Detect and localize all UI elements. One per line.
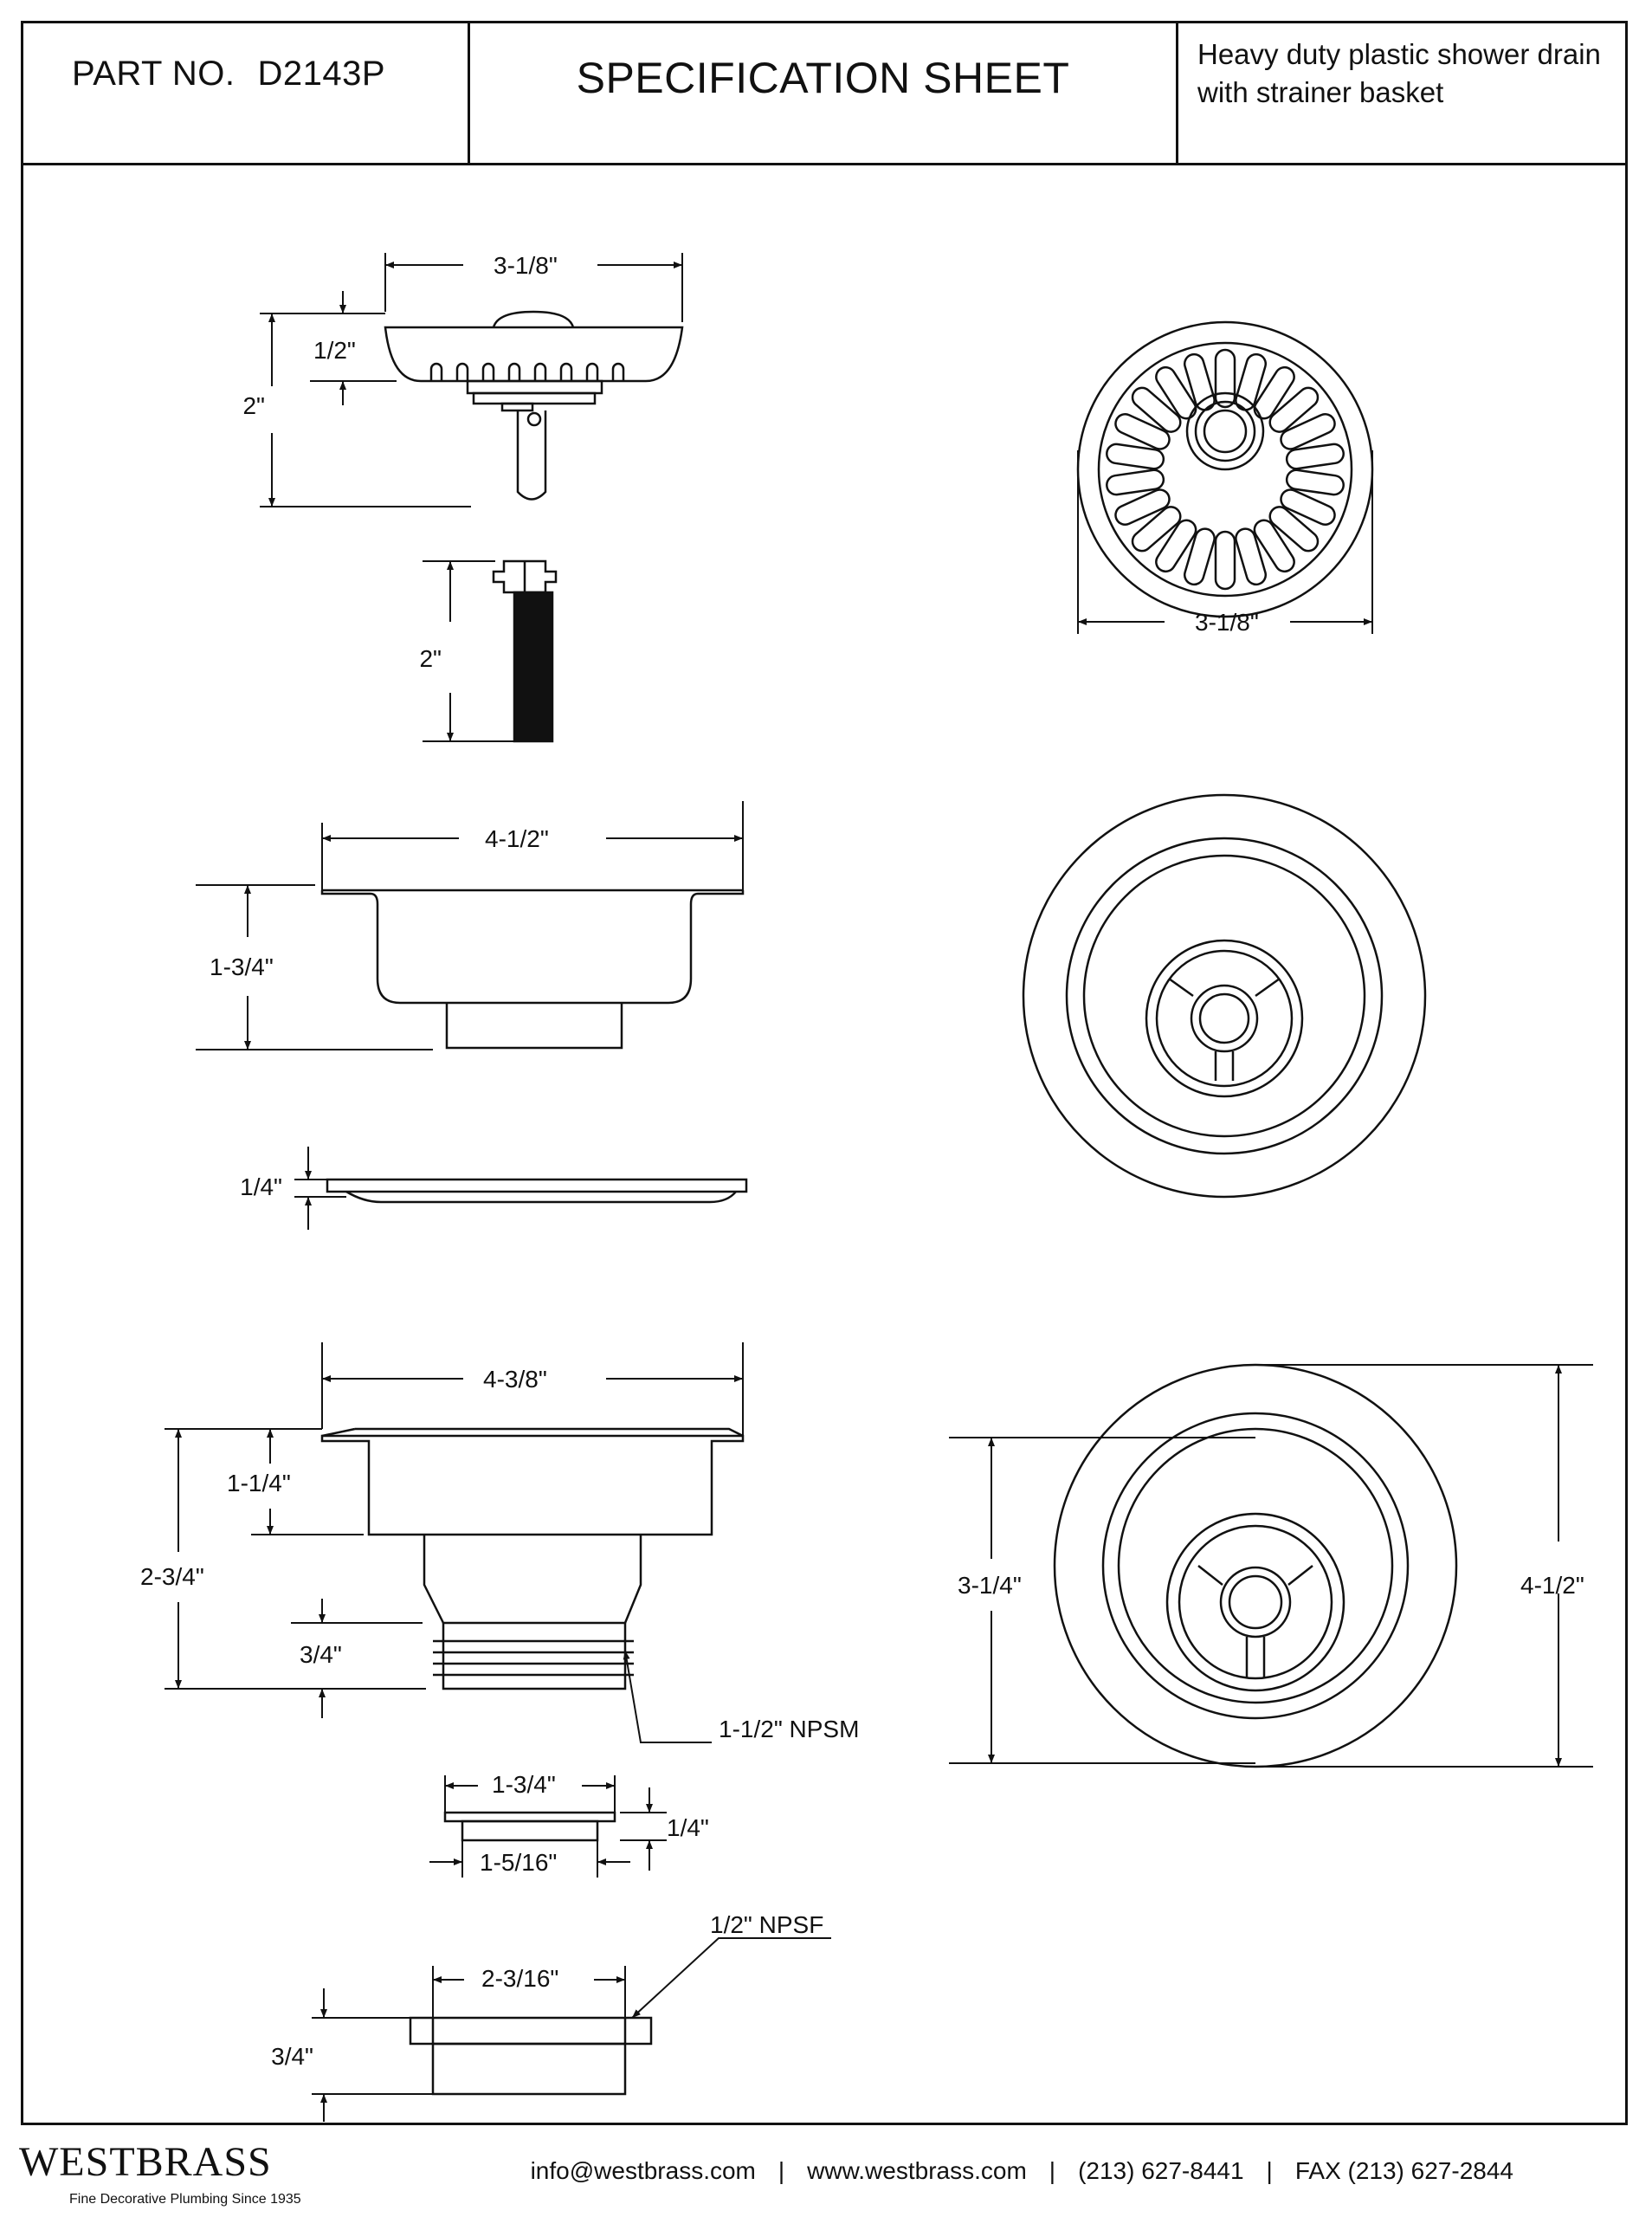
dim-flange-depth: 1-3/4" xyxy=(210,953,274,980)
basket-slot xyxy=(1235,527,1268,586)
page-title: SPECIFICATION SHEET xyxy=(576,54,1070,102)
title-cell: SPECIFICATION SHEET xyxy=(470,23,1178,163)
basket-slot xyxy=(1235,352,1268,411)
part-label: PART NO. xyxy=(72,55,236,93)
basket-slot xyxy=(1114,412,1171,450)
website-link[interactable]: www.westbrass.com xyxy=(807,2157,1027,2184)
part-number: PART NO. D2143P xyxy=(72,55,385,94)
brand-logo: WESTBRASS xyxy=(19,2139,272,2185)
basket-slot xyxy=(1131,506,1182,553)
basket-slot xyxy=(1106,443,1165,470)
basket-slot xyxy=(1183,527,1216,586)
basket-slot xyxy=(1280,412,1336,450)
dim-nut-spec: 1/2" NPSF xyxy=(710,1911,823,1938)
dim-washer-outer: 1-3/4" xyxy=(492,1771,556,1798)
dim-top-outer-diameter: 4-1/2" xyxy=(1520,1572,1584,1599)
dim-thread-length: 3/4" xyxy=(300,1641,342,1668)
brand-tagline: Fine Decorative Plumbing Since 1935 xyxy=(69,2192,301,2207)
footer: WESTBRASS Fine Decorative Plumbing Since… xyxy=(0,2126,1652,2217)
basket-slot xyxy=(1131,386,1182,433)
dim-washer-thickness: 1/4" xyxy=(667,1814,709,1841)
dim-thread-spec: 1-1/2" NPSM xyxy=(719,1716,859,1742)
washer-side-view xyxy=(443,1811,616,1842)
phone-number[interactable]: (213) 627-8441 xyxy=(1078,2157,1244,2184)
dim-basket-width: 3-1/8" xyxy=(494,252,558,279)
dim-post-height: 2" xyxy=(419,645,442,672)
flange-top-view xyxy=(1022,793,1427,1199)
drain-body-top-view xyxy=(1053,1363,1458,1768)
technical-drawing: 3-1/8" 1/2" 2" 2" 3-1/8" 4-1/2" 1-3/4" 1… xyxy=(140,252,1593,2122)
description-line-2: with strainer basket xyxy=(1197,76,1444,108)
flange-side-view xyxy=(320,889,745,1050)
part-number-cell: PART NO. D2143P xyxy=(23,23,470,163)
basket-slot xyxy=(1106,469,1165,496)
product-description: Heavy duty plastic shower drain with str… xyxy=(1197,36,1622,112)
description-cell: Heavy duty plastic shower drain with str… xyxy=(1178,23,1628,163)
contact-info: info@westbrass.com | www.westbrass.com | (21… xyxy=(531,2157,1513,2185)
drain-body-side-view xyxy=(320,1427,745,1690)
separator: | xyxy=(1266,2157,1273,2184)
basket-slot xyxy=(1268,386,1320,433)
dim-washer-inner: 1-5/16" xyxy=(480,1849,557,1876)
dim-body-upper: 1-1/4" xyxy=(227,1470,291,1496)
dim-body-total: 2-3/4" xyxy=(140,1563,204,1590)
dim-basket-height: 2" xyxy=(242,392,265,419)
header: PART NO. D2143P SPECIFICATION SHEET Heavy… xyxy=(23,23,1625,165)
strainer-basket-side-view xyxy=(384,310,684,501)
dim-basket-lip: 1/2" xyxy=(313,337,356,364)
dimension-labels: 3-1/8" 1/2" 2" 2" 3-1/8" 4-1/2" 1-3/4" 1… xyxy=(140,252,1584,2070)
post-side-view xyxy=(492,559,558,743)
spec-sheet-frame: PART NO. D2143P SPECIFICATION SHEET Heavy… xyxy=(21,21,1628,2125)
dim-top-inner-diameter: 3-1/4" xyxy=(958,1572,1022,1599)
strainer-basket-top-view xyxy=(1076,320,1374,618)
separator: | xyxy=(1049,2157,1056,2184)
basket-slot xyxy=(1155,365,1197,420)
dim-nut-height: 3/4" xyxy=(271,2043,313,2070)
basket-slot xyxy=(1285,443,1345,470)
lock-nut-side-view xyxy=(409,2016,653,2096)
basket-slot xyxy=(1253,365,1295,420)
basket-slot xyxy=(1214,348,1236,409)
description-line-1: Heavy duty plastic shower drain xyxy=(1197,38,1601,70)
gasket-side-view xyxy=(326,1178,748,1204)
basket-slot xyxy=(1280,488,1336,527)
basket-slot xyxy=(1214,530,1236,591)
email-link[interactable]: info@westbrass.com xyxy=(530,2157,756,2184)
basket-slot xyxy=(1114,488,1171,527)
separator: | xyxy=(778,2157,785,2184)
basket-slots xyxy=(1106,348,1345,591)
fax-number: FAX (213) 627-2844 xyxy=(1294,2157,1513,2184)
basket-slot xyxy=(1268,506,1320,553)
dimension-lines xyxy=(165,253,1593,2122)
basket-slot xyxy=(1155,519,1197,573)
dim-nut-width: 2-3/16" xyxy=(481,1965,558,1992)
part-number-value: D2143P xyxy=(257,55,386,93)
dim-basket-top-diameter: 3-1/8" xyxy=(1195,609,1259,636)
basket-slot xyxy=(1285,469,1345,496)
dim-gasket-thickness: 1/4" xyxy=(240,1173,282,1200)
dim-body-width: 4-3/8" xyxy=(483,1366,547,1393)
dim-flange-width: 4-1/2" xyxy=(485,825,549,852)
basket-slot xyxy=(1183,352,1216,411)
basket-slot xyxy=(1253,519,1295,573)
